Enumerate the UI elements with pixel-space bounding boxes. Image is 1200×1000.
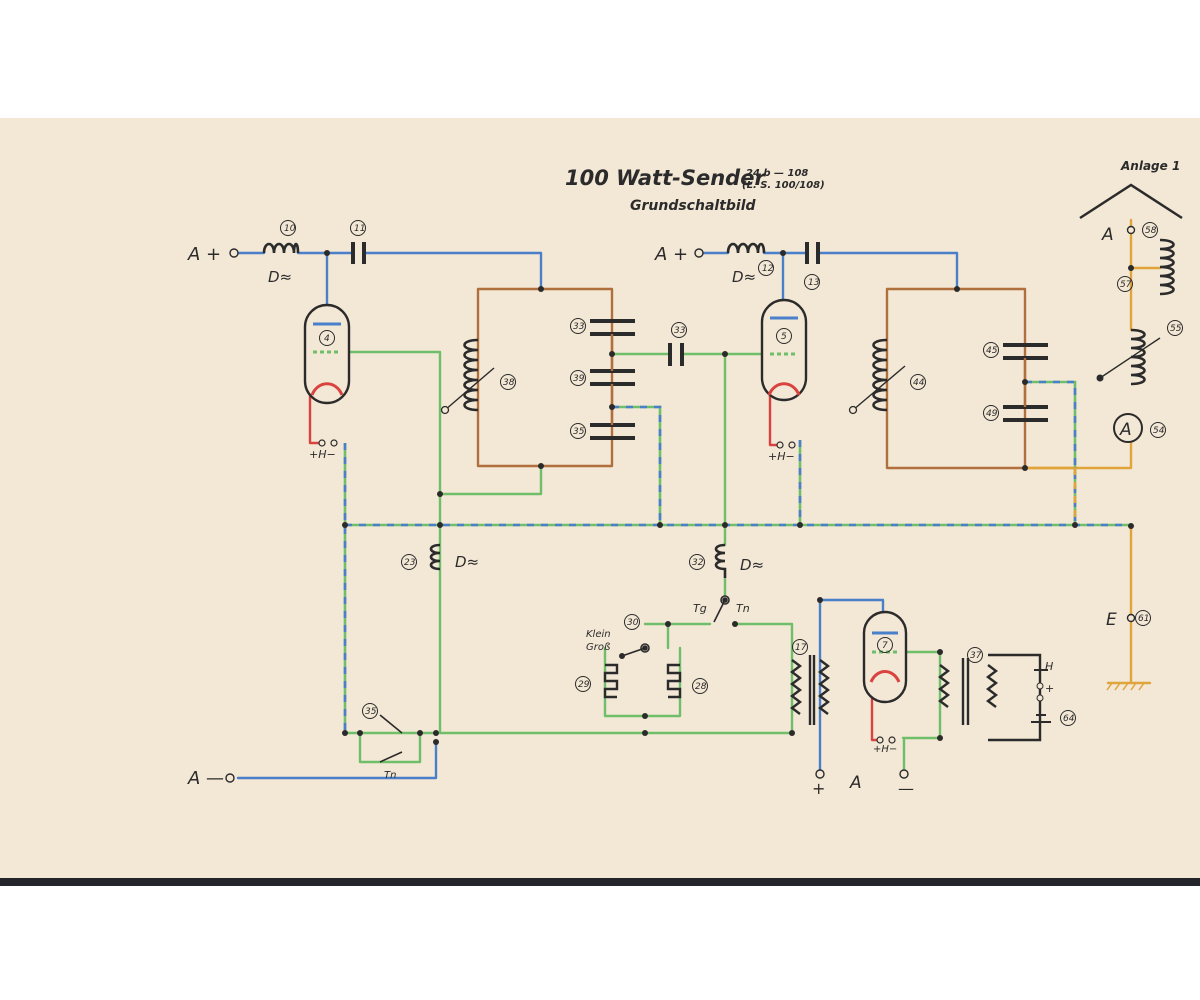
tank-coil-44-icon [872, 338, 888, 412]
resistor-28-icon [666, 663, 682, 699]
transformer-37-primary-icon [938, 664, 950, 708]
capacitor-33b-icon [668, 343, 684, 366]
ref-39: 39 [573, 374, 585, 384]
label-antenna: A [1101, 225, 1114, 245]
ref-4: 4 [324, 334, 330, 344]
tube-5-icon [760, 298, 808, 402]
terminal-a-minus [225, 773, 235, 783]
transformer-17-secondary-icon [818, 659, 830, 715]
diagram-subtitle: Grundschaltbild [630, 198, 757, 214]
ref-33a: 33 [573, 322, 585, 332]
ref-5: 5 [781, 332, 787, 342]
terminal-a-plus-1 [229, 248, 239, 258]
ref-57: 57 [1120, 280, 1132, 290]
label-tn-key: Tn [384, 770, 396, 781]
ref-10: 10 [284, 224, 296, 234]
ref-35a: 35 [573, 427, 585, 437]
choke-label-32: D≈ [740, 556, 764, 574]
choke-label-12: D≈ [732, 268, 756, 286]
tank-coil-38-icon [463, 338, 479, 412]
tube-4-icon [303, 303, 351, 405]
ref-23: 23 [404, 558, 416, 568]
choke-label-23: D≈ [455, 553, 479, 571]
battery-h-label: H [1045, 660, 1053, 673]
annex-label: Anlage 1 [1120, 159, 1180, 173]
ref-45: 45 [986, 346, 998, 356]
ref-49: 49 [986, 409, 998, 419]
label-minus: — [898, 779, 914, 798]
variable-arrow-38-icon [444, 367, 495, 411]
key-tn-icon [379, 751, 403, 763]
ref-64: 64 [1063, 714, 1075, 724]
label-tg: Tg [693, 602, 707, 615]
variable-arrow-44-icon [852, 365, 906, 411]
label-earth: E [1106, 610, 1117, 630]
ref-30: 30 [627, 618, 639, 628]
label-klein: Klein [586, 629, 611, 640]
transformer-17-primary-icon [790, 659, 802, 715]
ref-12: 12 [762, 264, 774, 274]
transformer-37-secondary-icon [986, 664, 998, 708]
label-plus: + [812, 779, 825, 798]
label-tn: Tn [736, 602, 750, 615]
scanner-edge [0, 878, 1200, 886]
ammeter-icon [1113, 413, 1143, 443]
ref-32: 32 [692, 558, 704, 568]
label-a-minus: A — [187, 768, 224, 789]
terminal-plus [815, 769, 825, 779]
ref-7: 7 [882, 641, 888, 651]
ref-35b: 35 [365, 707, 377, 717]
choke-label-10: D≈ [268, 268, 292, 286]
ammeter-label: A [1119, 420, 1132, 440]
terminal-antenna [1126, 225, 1136, 235]
label-a-plus-1: A + [187, 244, 221, 265]
choke-23-icon [429, 543, 441, 571]
diagram-code: 24 b — 108 [746, 168, 808, 179]
label-a-plus-2: A + [654, 244, 688, 265]
heater-label-3: +H− [873, 744, 897, 755]
ref-58: 58 [1145, 226, 1157, 236]
choke-12-icon [726, 242, 766, 254]
variometer-55-icon [1130, 328, 1146, 386]
ref-61: 61 [1138, 614, 1149, 624]
terminal-a-plus-2 [694, 248, 704, 258]
variable-arrow-55-icon [1099, 337, 1161, 379]
microphone-circuit [988, 653, 1042, 742]
diagram-title: 100 Watt-Sender [565, 166, 766, 190]
antenna-icon [1079, 183, 1183, 220]
terminal-minus [899, 769, 909, 779]
ref-28: 28 [695, 682, 707, 692]
ref-37: 37 [970, 651, 982, 661]
ref-29: 29 [578, 680, 590, 690]
ref-54: 54 [1153, 426, 1165, 436]
ref-11: 11 [354, 224, 365, 234]
diagram-code-ls: (L. S. 100/108) [742, 180, 825, 191]
tube-7-icon [862, 610, 908, 704]
ref-17: 17 [795, 643, 807, 653]
label-gross: Groß [586, 642, 610, 653]
ref-55: 55 [1170, 324, 1182, 334]
heater-label-1: +H− [309, 448, 336, 461]
terminal-earth [1126, 613, 1136, 623]
ref-38: 38 [503, 378, 515, 388]
diagram-page [0, 118, 1200, 878]
key-35-icon [379, 714, 403, 734]
choke-32-icon [714, 543, 727, 578]
choke-10-icon [262, 242, 300, 254]
capacitor-13-icon [805, 242, 820, 264]
ref-13: 13 [808, 278, 820, 288]
antenna-coil-58-icon [1159, 238, 1175, 296]
resistor-29-icon [603, 663, 619, 699]
label-a: A [849, 773, 862, 793]
battery-plus-label: + [1045, 682, 1054, 695]
ref-33b: 33 [674, 326, 686, 336]
ref-44: 44 [913, 378, 925, 388]
heater-label-2: +H− [768, 450, 795, 463]
ground-icon [1106, 682, 1145, 691]
capacitor-11-icon [351, 242, 366, 264]
